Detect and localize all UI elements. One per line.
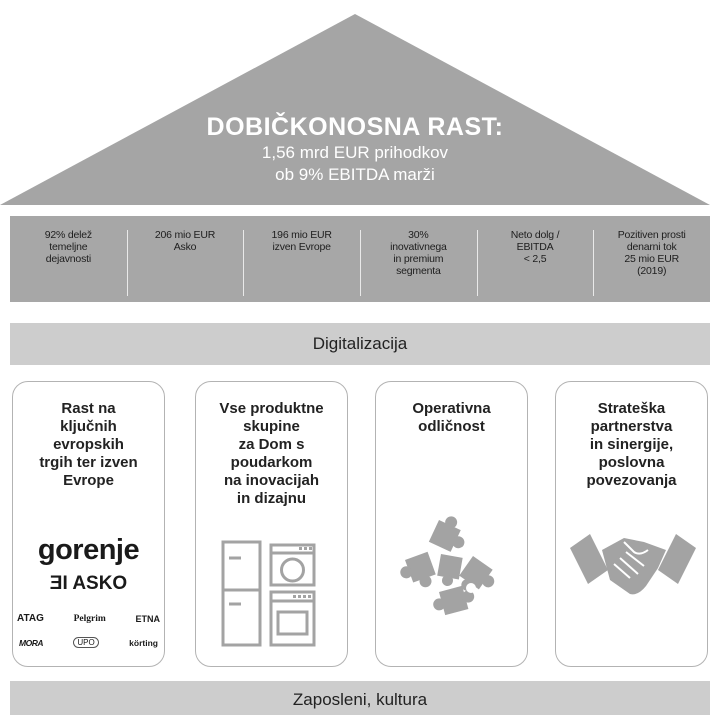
- roof-triangle: [0, 14, 710, 205]
- etna-logo: ETNA: [135, 613, 160, 624]
- pillar-growth: Rast na ključnih evropskih trgih ter izv…: [12, 381, 165, 667]
- metric-label: 30% inovativnega in premium segmenta: [390, 229, 447, 277]
- metric-premium: 30% inovativnega in premium segmenta: [360, 216, 477, 302]
- metric-core-share: 92% delež temeljne dejavnosti: [10, 216, 127, 302]
- asko-logo: ƎI ASKO: [13, 573, 164, 595]
- metric-net-debt: Neto dolg / EBITDA < 2,5: [476, 216, 594, 302]
- metric-outside-europe: 196 mio EUR izven Evrope: [243, 216, 360, 302]
- brand-row-1: ATAG Pelgrim ETNA: [17, 613, 160, 624]
- puzzle-icon: [400, 516, 495, 616]
- metric-cash-flow: Pozitiven prosti denarni tok 25 mio EUR …: [593, 216, 710, 302]
- metric-label: 196 mio EUR izven Evrope: [271, 229, 332, 253]
- pillar-operational-excellence: Operativna odličnost: [375, 381, 528, 667]
- metric-label: Neto dolg / EBITDA < 2,5: [510, 229, 560, 265]
- roof-ebitda: ob 9% EBITDA marži: [275, 165, 435, 184]
- metric-label: Pozitiven prosti denarni tok 25 mio EUR …: [617, 229, 686, 277]
- digitalization-band: Digitalizacija: [10, 323, 710, 365]
- metric-asko: 206 mio EUR Asko: [126, 216, 244, 302]
- culture-band: Zaposleni, kultura: [10, 681, 710, 715]
- upo-logo: UPO: [73, 637, 99, 648]
- roof-heading: DOBIČKONOSNA RAST: 1,56 mrd EUR prihodko…: [0, 112, 710, 186]
- roof-revenue: 1,56 mrd EUR prihodkov: [261, 143, 449, 162]
- asko-mark: ƎI: [49, 573, 68, 594]
- roof-title: DOBIČKONOSNA RAST:: [206, 113, 504, 141]
- metric-label: 206 mio EUR Asko: [154, 229, 216, 253]
- metric-label: 92% delež temeljne dejavnosti: [44, 229, 92, 265]
- pillar-partnerships: Strateška partnerstva in sinergije, posl…: [555, 381, 708, 667]
- handshake-icon: [570, 534, 696, 595]
- metrics-band: 92% delež temeljne dejavnosti 206 mio EU…: [10, 216, 710, 302]
- korting-logo: körting: [129, 637, 158, 648]
- pillar-title: Vse produktne skupine za Dom s poudarkom…: [219, 400, 324, 507]
- pillar-title: Operativna odličnost: [412, 400, 491, 435]
- asko-wordmark: ASKO: [72, 573, 128, 594]
- appliances-icon: [221, 540, 316, 647]
- brand-row-2: MORA UPO körting: [19, 637, 158, 648]
- pillar-title: Rast na ključnih evropskih trgih ter izv…: [39, 400, 138, 489]
- atag-logo: ATAG: [17, 613, 44, 624]
- gorenje-logo: gorenje: [37, 534, 140, 566]
- pillar-products: Vse produktne skupine za Dom s poudarkom…: [195, 381, 348, 667]
- mora-logo: MORA: [19, 637, 43, 648]
- pelgrim-logo: Pelgrim: [73, 613, 106, 624]
- pillar-title: Strateška partnerstva in sinergije, posl…: [586, 400, 677, 489]
